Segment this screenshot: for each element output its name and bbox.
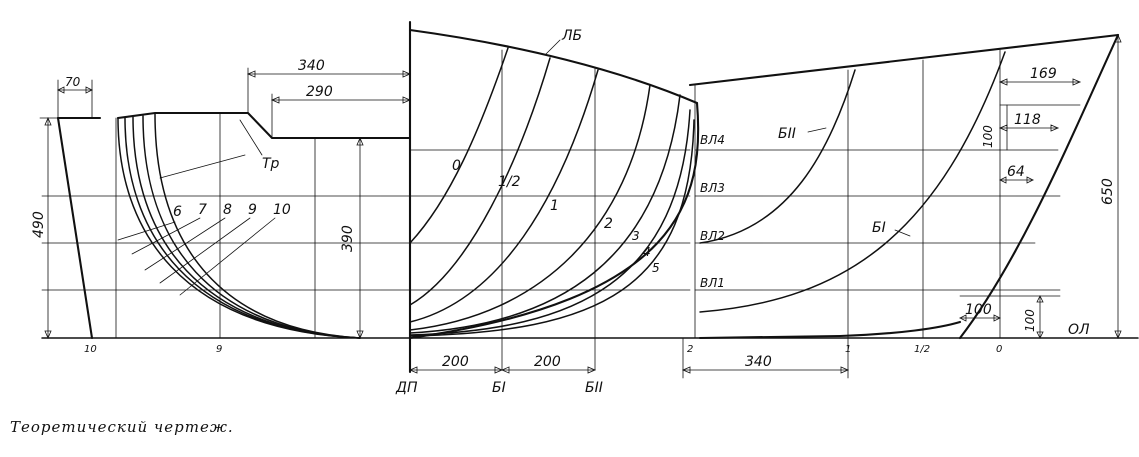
station-half-curve (409, 57, 551, 306)
station-5-curve (409, 119, 695, 337)
dim-650-arrows (1114, 33, 1122, 340)
dim-340-top-arrows (246, 70, 412, 78)
bow-station-label-5: 5 (652, 261, 660, 275)
station-1-curve (409, 69, 599, 323)
base-label-half: 1/2 (914, 344, 930, 355)
dim-118-label: 118 (1014, 112, 1041, 128)
dim-200b-arrows (500, 366, 597, 374)
station-label-10: 10 (273, 202, 291, 218)
dim-290-label: 290 (306, 84, 333, 100)
base-label-9: 9 (216, 344, 222, 355)
dim-290-arrows (270, 96, 412, 104)
centerplane-label: ДП (395, 380, 418, 396)
base-station-labels: 10 9 2 1 1/2 0 (84, 344, 1002, 355)
dim-340-top-label: 340 (298, 58, 325, 74)
dim-200b-label: 200 (534, 354, 561, 370)
profile-view: БII БI 340 650 169 118 100 64 100 1 0 (681, 33, 1122, 379)
bow-body: ЛБ 0 1/2 1 2 3 4 5 ВЛ4 ВЛ3 ВЛ2 ВЛ1 200 2… (395, 28, 725, 396)
transom-label: Тр (262, 156, 280, 172)
bow-station-label-1: 1 (550, 198, 559, 214)
dim-70-label: 70 (65, 75, 81, 89)
bow-station-label-2: 2 (604, 216, 613, 232)
station-label-6: 6 (173, 204, 182, 220)
dim-70-arrows (57, 86, 93, 94)
bow-outer-section (408, 101, 700, 340)
bow-station-label-3: 3 (632, 229, 640, 243)
station-label-7: 7 (198, 202, 207, 218)
dim-390-label: 390 (340, 225, 356, 252)
station-4-curve (409, 109, 691, 336)
dim-100-h-arrows (959, 314, 1001, 322)
wl1-label: ВЛ1 (700, 276, 725, 290)
bow-station-label-0: 0 (452, 158, 461, 174)
sheer-line (408, 28, 699, 105)
figure-caption: Теоретический чертеж. (10, 418, 234, 436)
dim-64-label: 64 (1007, 164, 1025, 180)
buttock-2-label: БII (585, 380, 603, 396)
dim-200a-arrows (408, 366, 504, 374)
stern-post (56, 116, 94, 340)
dim-100-v-label: 100 (1023, 309, 1037, 332)
buttock-1-profile (699, 51, 1006, 313)
station-0-curve (409, 47, 509, 244)
station-2-curve (409, 84, 651, 331)
station-6-curve (154, 113, 361, 339)
buttock-2-leader (807, 127, 827, 133)
grid-lines (41, 20, 1139, 374)
buttock-1-profile-label: БI (872, 220, 886, 236)
buttock-1-label: БI (492, 380, 506, 396)
baseline-label: ОЛ (1068, 322, 1090, 338)
dim-200a-label: 200 (442, 354, 469, 370)
dim-340-profile-label: 340 (745, 354, 772, 370)
station-8-curve (132, 116, 361, 339)
sheer-label: ЛБ (561, 28, 582, 44)
dim-169-arrows (998, 78, 1082, 86)
leader-10 (179, 217, 276, 296)
dim-490-label: 490 (31, 211, 47, 238)
dim-490-arrows (44, 116, 52, 340)
base-label-10: 10 (84, 344, 97, 355)
sheer-leader (544, 39, 561, 56)
station-3-curve (409, 94, 681, 334)
dim-100-h-label: 100 (965, 302, 992, 318)
dim-650-label: 650 (1100, 178, 1116, 205)
stem-line (958, 33, 1120, 340)
leader-8 (144, 217, 226, 271)
stern-deck (116, 111, 412, 140)
base-label-0: 0 (996, 344, 1002, 355)
station-label-9: 9 (248, 202, 257, 218)
stern-body: Тр 6 7 8 9 10 340 290 390 (116, 58, 412, 340)
dim-340-profile-arrows (681, 366, 850, 374)
dim-64-arrows (999, 176, 1034, 184)
buttock-2-profile-label: БII (778, 126, 796, 142)
keel-line (698, 320, 962, 340)
station-10-curve (117, 117, 361, 339)
base-label-2: 2 (687, 344, 693, 355)
dim-100-v-arrows (1036, 295, 1044, 339)
wl4-label: ВЛ4 (700, 133, 725, 147)
buttock-2-profile (699, 69, 856, 244)
bow-station-label-half: 1/2 (498, 174, 521, 190)
dim-390-arrows (356, 136, 364, 340)
leader-6 (117, 221, 176, 241)
station-label-8: 8 (223, 202, 232, 218)
stern-profile: 70 490 (31, 75, 102, 340)
buttock-1-leader (894, 229, 911, 237)
dim-169-label: 169 (1030, 66, 1057, 82)
station-9-curve (124, 117, 361, 339)
base-label-1: 1 (845, 344, 851, 355)
bow-station-label-4: 4 (643, 245, 651, 259)
leader-7 (131, 217, 201, 255)
transom-leader (159, 119, 263, 179)
profile-sheer (688, 33, 1120, 87)
dim-100-top-label: 100 (981, 125, 995, 148)
wl3-label: ВЛ3 (700, 181, 725, 195)
leader-9 (159, 217, 251, 284)
